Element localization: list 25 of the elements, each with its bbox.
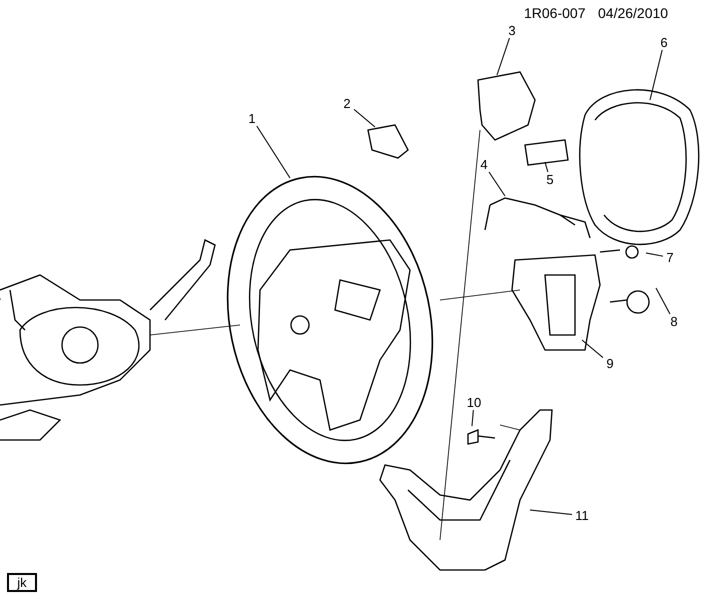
callout-number: 4 [477, 157, 491, 172]
leader-line [656, 288, 670, 314]
leader-line [544, 162, 548, 172]
leader-line [256, 126, 290, 178]
author-initials: jk [7, 573, 37, 592]
callout-number: 10 [464, 395, 484, 410]
date-label: 04/26/2010 [598, 5, 668, 21]
leader-line [530, 510, 572, 515]
leader-line [488, 172, 506, 196]
drawing-number: 1R06-007 [524, 5, 586, 21]
callout-number: 5 [543, 172, 557, 187]
callout-number: 11 [572, 508, 592, 523]
leader-line [472, 410, 474, 426]
callout-number: 3 [505, 23, 519, 38]
leader-line [650, 50, 663, 100]
callout-number: 6 [657, 35, 671, 50]
leader-line [354, 108, 376, 128]
callout-number: 2 [340, 96, 354, 111]
leader-line [582, 340, 604, 358]
leader-line [646, 252, 664, 257]
callout-number: 7 [663, 250, 677, 265]
callout-number: 9 [603, 356, 617, 371]
leader-line [496, 38, 510, 76]
callout-number: 8 [667, 314, 681, 329]
callout-number: 1 [245, 111, 259, 126]
